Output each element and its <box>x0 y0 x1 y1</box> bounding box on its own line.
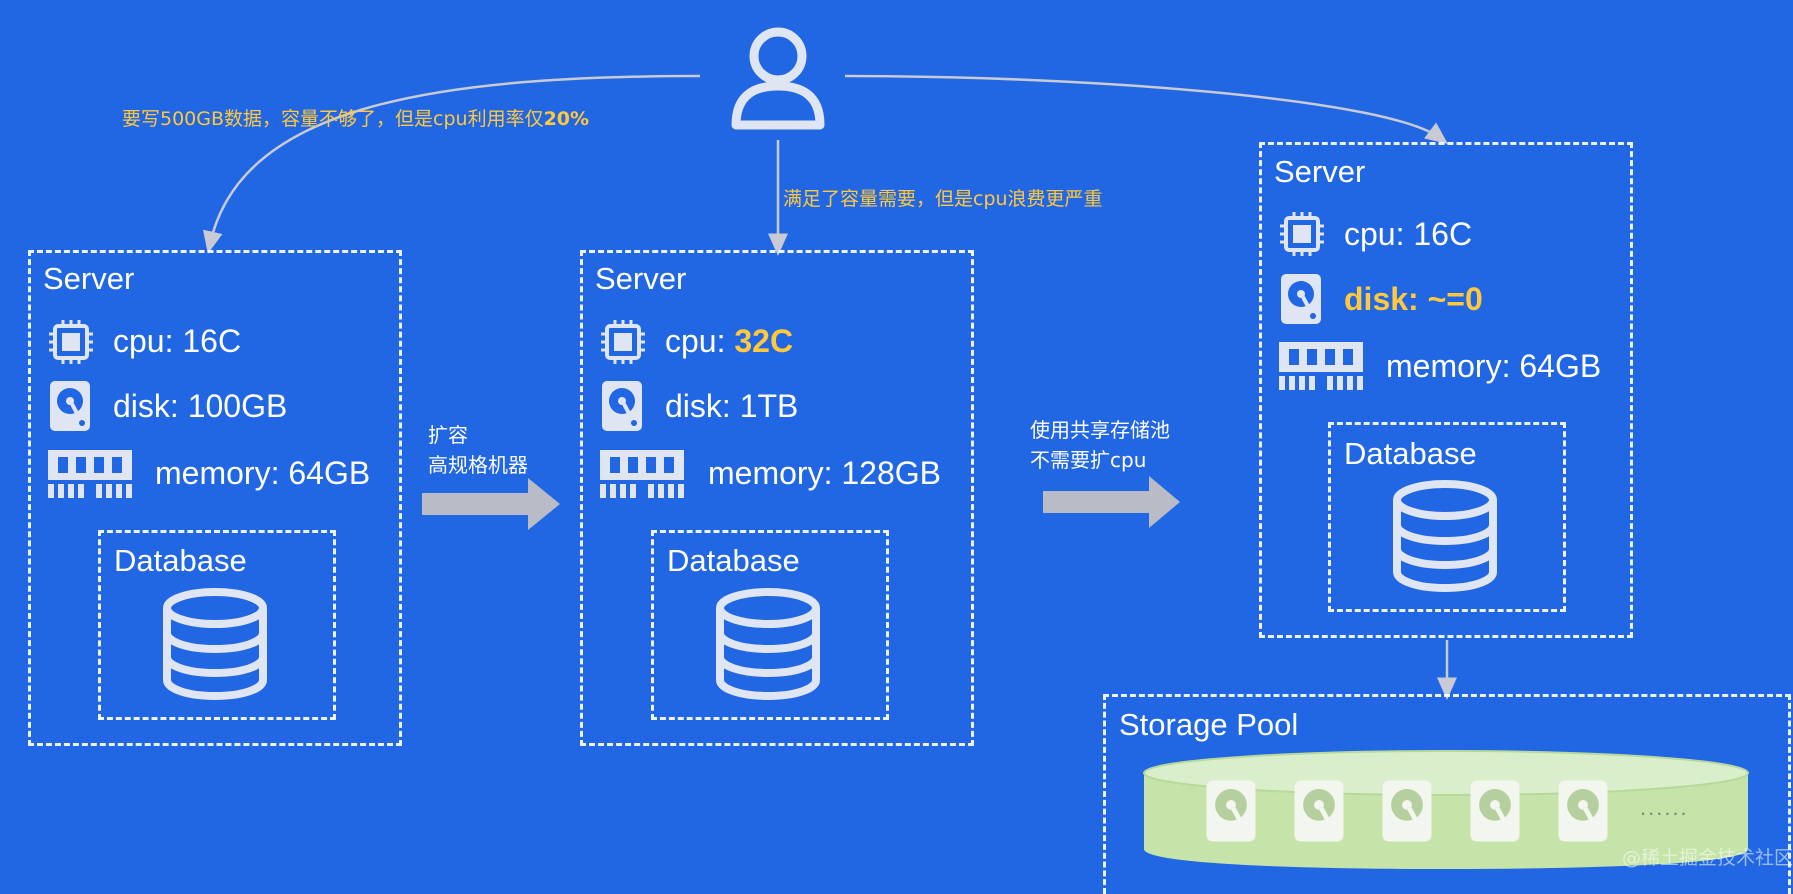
disk-icon <box>1382 780 1432 842</box>
user-icon <box>731 27 825 130</box>
cpu-spec-1: cpu: 16C <box>113 323 242 359</box>
more-disks-ellipsis: ...... <box>1640 795 1689 820</box>
arrow-scale-up <box>422 478 560 530</box>
server-title-3: Server <box>1274 154 1366 189</box>
database-icon <box>1393 480 1497 592</box>
disk-spec-3: disk: ~=0 <box>1344 281 1483 317</box>
cpu-icon <box>49 320 93 364</box>
database-box-1 <box>98 530 336 720</box>
line-user-to-server1 <box>202 74 701 254</box>
memory-spec-2: memory: 128GB <box>708 455 941 491</box>
note-capacity-insufficient: 要写500GB数据，容量不够了，但是cpu利用率仅20% <box>122 108 590 130</box>
disk-spec-2: disk: 1TB <box>665 388 799 424</box>
database-title-2: Database <box>667 543 800 578</box>
server-box-3 <box>1259 142 1633 638</box>
database-box-3 <box>1328 422 1566 612</box>
cpu-icon <box>601 320 645 364</box>
memory-icon <box>1279 342 1363 390</box>
database-title-1: Database <box>114 543 247 578</box>
server-title-2: Server <box>595 261 687 296</box>
cpu-spec-3: cpu: 16C <box>1344 216 1473 252</box>
database-box-2 <box>651 530 889 720</box>
memory-spec-1: memory: 64GB <box>155 455 371 491</box>
disk-icon <box>1558 780 1608 842</box>
disk-icon <box>1281 274 1321 324</box>
disk-icon <box>50 381 90 431</box>
server-box-2 <box>580 250 974 746</box>
server-box-1 <box>28 250 402 746</box>
storage-pool-box <box>1103 694 1791 894</box>
database-icon <box>716 588 820 700</box>
cpu-spec-2: cpu: 32C <box>665 323 794 359</box>
arrow-shared-pool <box>1043 476 1180 528</box>
storage-pool-title: Storage Pool <box>1119 707 1299 742</box>
cpu-icon <box>1280 212 1324 256</box>
label-scale-up: 扩容 高规格机器 <box>428 423 528 477</box>
watermark: @稀土掘金技术社区 <box>1622 847 1793 869</box>
connector-lines <box>202 74 1457 700</box>
database-icon <box>163 588 267 700</box>
database-title-3: Database <box>1344 436 1477 471</box>
disk-icon <box>602 381 642 431</box>
server-title-1: Server <box>43 261 135 296</box>
memory-spec-3: memory: 64GB <box>1386 348 1602 384</box>
label-shared-pool: 使用共享存储池 不需要扩cpu <box>1030 418 1170 472</box>
line-user-to-server3 <box>844 74 1448 145</box>
disk-icon <box>1294 780 1344 842</box>
note-cpu-waste: 满足了容量需要，但是cpu浪费更严重 <box>783 188 1103 210</box>
memory-icon <box>600 450 684 498</box>
disk-icon <box>1206 780 1256 842</box>
disk-icon <box>1470 780 1520 842</box>
memory-icon <box>48 450 132 498</box>
disk-spec-1: disk: 100GB <box>113 388 288 424</box>
